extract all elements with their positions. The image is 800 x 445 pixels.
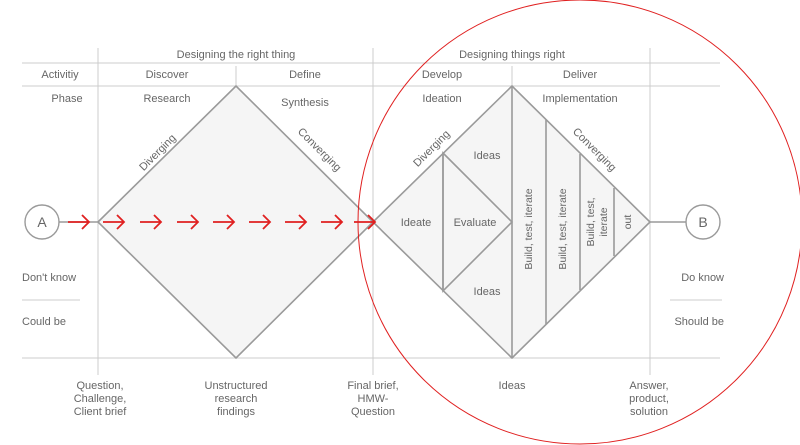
phase-implementation: Implementation bbox=[542, 93, 617, 105]
bottom-text: research bbox=[215, 393, 258, 405]
arrow-icon bbox=[103, 214, 126, 230]
phase-research: Research bbox=[143, 93, 190, 105]
bottom-text: Challenge, bbox=[74, 393, 127, 405]
bottom-text: product, bbox=[629, 393, 669, 405]
side-left-could-be: Could be bbox=[22, 316, 66, 328]
row-activity-label: Activitiy bbox=[41, 69, 79, 81]
bottom-text: Ideas bbox=[499, 380, 526, 392]
bottom-label-brief: Final brief, HMW- Question bbox=[347, 380, 398, 418]
bottom-label-question: Question, Challenge, Client brief bbox=[74, 380, 128, 418]
evaluate-label: Evaluate bbox=[454, 217, 497, 229]
phase-ideation: Ideation bbox=[422, 93, 461, 105]
end-node bbox=[685, 204, 721, 240]
group-label-right: Designing things right bbox=[459, 49, 565, 61]
bottom-label-research: Unstructured research findings bbox=[205, 380, 268, 418]
arrow-icon bbox=[68, 214, 91, 230]
end-node-label: B bbox=[698, 214, 707, 230]
activity-develop: Develop bbox=[422, 69, 462, 81]
arrow-icon bbox=[285, 214, 308, 230]
group-label-left: Designing the right thing bbox=[177, 49, 296, 61]
bottom-text: solution bbox=[630, 406, 668, 418]
activity-deliver: Deliver bbox=[563, 69, 598, 81]
arrow-icon bbox=[249, 214, 272, 230]
strip-iterate-line2: iterate bbox=[598, 207, 610, 236]
bottom-text: Question bbox=[351, 406, 395, 418]
bottom-text: Answer, bbox=[629, 380, 668, 392]
arrow-icon bbox=[177, 214, 200, 230]
strip-build-test-line1: Build, test, bbox=[585, 197, 597, 246]
ideas-bottom-label: Ideas bbox=[474, 286, 501, 298]
side-left-dont-know: Don't know bbox=[22, 272, 76, 284]
strip-build-test-iterate-1: Build, test, iterate bbox=[523, 188, 535, 269]
arrow-icon bbox=[140, 214, 163, 230]
ideas-top-label: Ideas bbox=[474, 150, 501, 162]
bottom-text: Question, bbox=[76, 380, 123, 392]
start-node bbox=[24, 204, 60, 240]
strip-out: out bbox=[622, 215, 634, 230]
start-node-label: A bbox=[37, 214, 47, 230]
side-right-do-know: Do know bbox=[681, 272, 724, 284]
activity-define: Define bbox=[289, 69, 321, 81]
bottom-text: Final brief, bbox=[347, 380, 398, 392]
bottom-label-answer: Answer, product, solution bbox=[629, 380, 669, 418]
activity-discover: Discover bbox=[146, 69, 189, 81]
side-right-should-be: Should be bbox=[674, 316, 724, 328]
bottom-text: Client brief bbox=[74, 406, 128, 418]
highlight-circle bbox=[357, 0, 800, 445]
arrow-icon bbox=[321, 214, 344, 230]
bottom-text: HMW- bbox=[358, 393, 389, 405]
bottom-text: findings bbox=[217, 406, 255, 418]
strip-build-test-iterate-2: Build, test, iterate bbox=[557, 188, 569, 269]
ideate-label: Ideate bbox=[401, 217, 432, 229]
bottom-label-ideas: Ideas bbox=[499, 380, 526, 392]
row-phase-label: Phase bbox=[51, 93, 82, 105]
bottom-text: Unstructured bbox=[205, 380, 268, 392]
arrow-icon bbox=[213, 214, 236, 230]
phase-synthesis: Synthesis bbox=[281, 97, 329, 109]
